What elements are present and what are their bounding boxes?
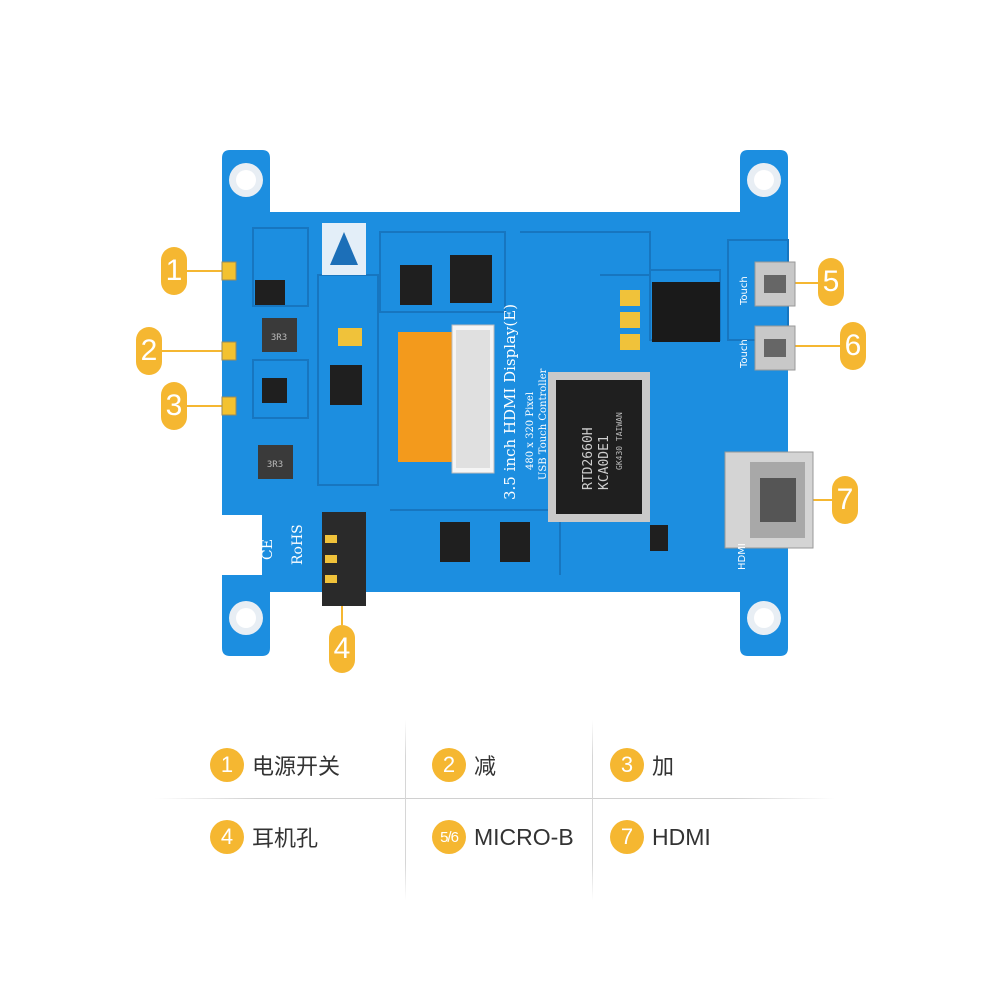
legend-label: 加 — [652, 755, 675, 780]
callout-1: 1 — [161, 247, 187, 295]
legend-item-hdmi: 7 HDMI — [610, 817, 711, 857]
brand-logo — [322, 223, 366, 275]
board-silkscreen-text: 3.5 inch HDMI Display(E) 480 x 320 Pixel… — [501, 304, 549, 500]
legend-badge: 5/6 — [432, 820, 466, 854]
legend-item-headphone: 4 耳机孔 — [210, 817, 318, 857]
main-chip: RTD2660H KCA0DE1 GK430 TAIWAN — [548, 372, 650, 522]
legend-divider-horizontal — [155, 798, 835, 799]
legend-table: 1 电源开关 2 减 3 加 4 耳机孔 5/6 MICRO-B 7 HDMI — [155, 720, 835, 900]
legend-badge: 7 — [610, 820, 644, 854]
chip-code: KCA0DE1 — [597, 435, 612, 490]
ribbon-connector — [398, 324, 495, 474]
legend-label: 耳机孔 — [252, 827, 319, 852]
legend-label: MICRO-B — [474, 823, 574, 850]
callout-3: 3 — [161, 382, 187, 430]
inductor-label-1: 3R3 — [271, 333, 287, 343]
board-resolution: 480 x 320 Pixel — [525, 392, 536, 470]
callout-7: 7 — [832, 476, 858, 524]
board-title: 3.5 inch HDMI Display(E) — [501, 304, 519, 500]
inductor-label-2: 3R3 — [267, 460, 283, 470]
micro-usb-ports: Touch Touch — [739, 261, 796, 371]
callout-6: 6 — [840, 322, 866, 370]
legend-label: 减 — [474, 755, 497, 780]
ce-mark: CE — [260, 539, 276, 560]
legend-badge: 4 — [210, 820, 244, 854]
pcb-product-image: 3R3 3R3 3.5 inch HDMI Display(E) 480 x 3… — [136, 150, 866, 673]
legend-divider-vertical-1 — [405, 720, 406, 900]
hdmi-port: HDMI — [724, 451, 814, 570]
legend-label: HDMI — [652, 823, 711, 850]
hdmi-silk-label: HDMI — [737, 543, 748, 570]
square-chip — [652, 282, 720, 342]
inductors: 3R3 3R3 — [258, 318, 297, 479]
usb-label-1: Touch — [739, 276, 750, 306]
small-ics — [255, 255, 668, 562]
board-subtitle: USB Touch Controller — [538, 368, 549, 480]
usb-label-2: Touch — [739, 339, 750, 369]
legend-item-minus: 2 减 — [432, 745, 496, 785]
legend-label: 电源开关 — [252, 755, 341, 780]
compliance-marks: CE RoHS — [222, 515, 306, 575]
legend-divider-vertical-2 — [592, 720, 593, 900]
pcb-board: 3R3 3R3 3.5 inch HDMI Display(E) 480 x 3… — [160, 150, 840, 656]
chip-model: RTD2660H — [581, 427, 596, 490]
chip-origin: GK430 TAIWAN — [615, 412, 624, 470]
audio-jack — [322, 512, 366, 606]
legend-badge: 1 — [210, 748, 244, 782]
side-buttons — [221, 261, 237, 416]
legend-item-plus: 3 加 — [610, 745, 674, 785]
yellow-components — [338, 290, 640, 350]
callout-5: 5 — [818, 258, 844, 306]
mounting-holes — [229, 163, 781, 635]
callout-2: 2 — [136, 327, 162, 375]
legend-badge: 3 — [610, 748, 644, 782]
rohs-mark: RoHS — [290, 524, 306, 565]
legend-item-power: 1 电源开关 — [210, 745, 340, 785]
callout-4: 4 — [329, 625, 355, 673]
legend-item-micro-b: 5/6 MICRO-B — [432, 817, 574, 857]
legend-badge: 2 — [432, 748, 466, 782]
